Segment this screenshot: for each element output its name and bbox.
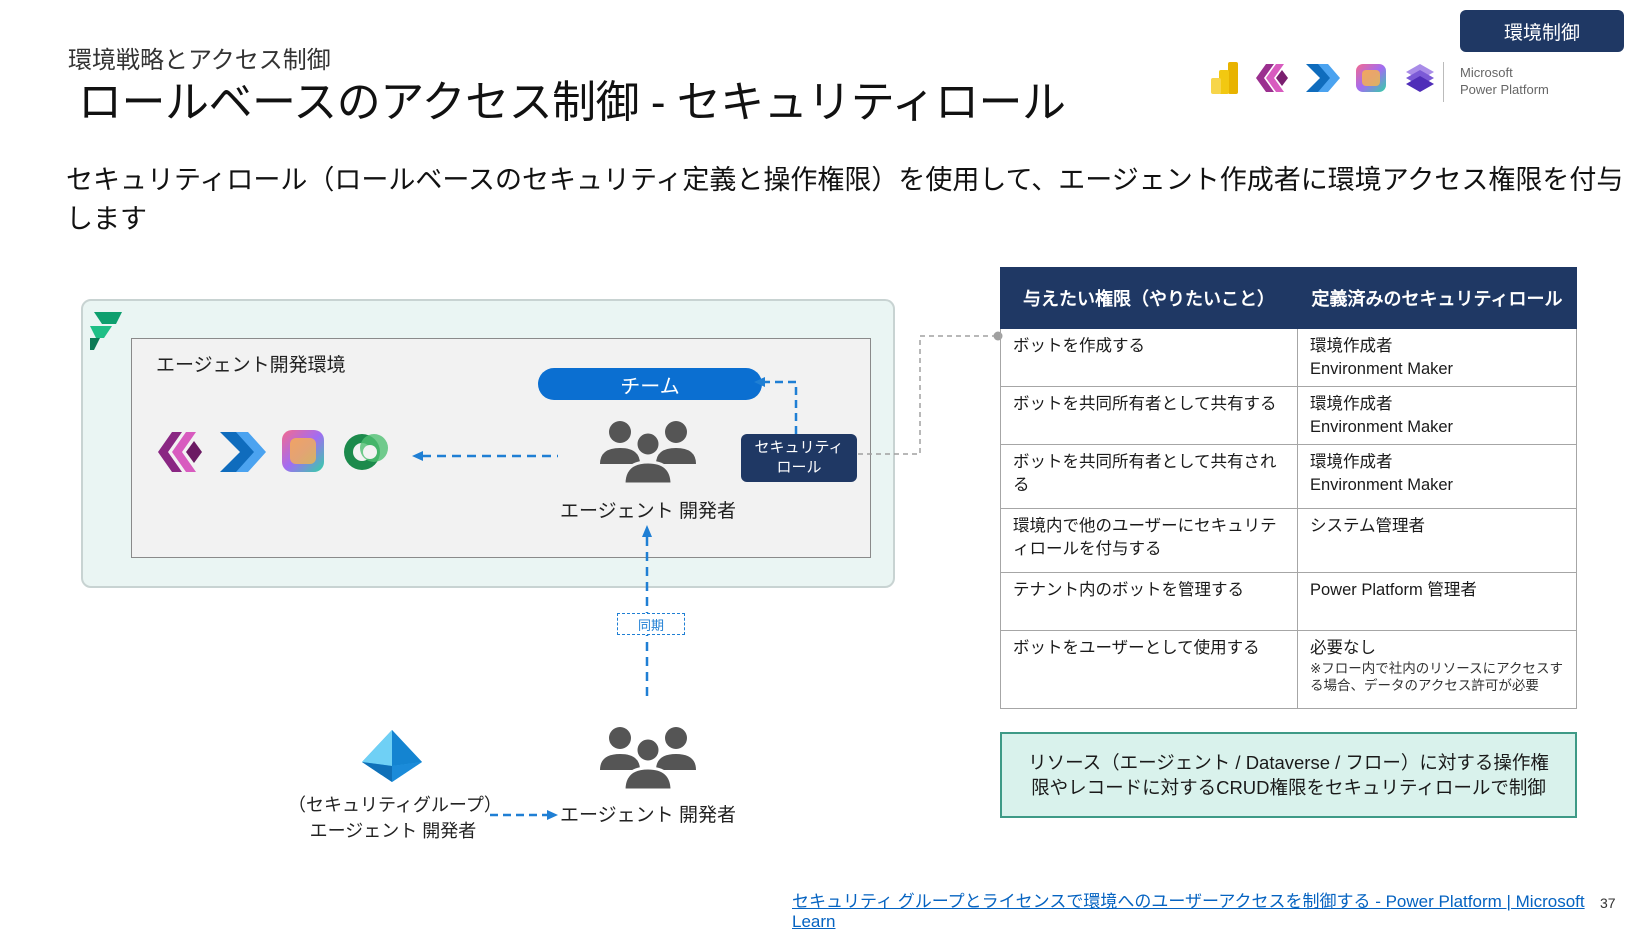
power-platform-icon <box>90 312 122 350</box>
table-row: ボットをユーザーとして使用する 必要なし ※フロー内で社内のリソースにアクセスする… <box>1000 630 1577 709</box>
role-jp: システム管理者 <box>1310 517 1426 535</box>
permission-cell: テナント内のボットを管理する <box>1000 572 1298 631</box>
power-bi-icon <box>1211 62 1238 94</box>
permissions-table: 与えたい権限（やりたいこと） 定義済みのセキュリティロール ボットを作成する 環… <box>1000 267 1577 709</box>
sync-arrow <box>642 525 652 697</box>
entra-id-icon <box>362 730 422 782</box>
table-row: 環境内で他のユーザーにセキュリティロールを付与する システム管理者 <box>1000 508 1577 573</box>
access-arrow <box>412 451 558 461</box>
people-icon <box>600 727 696 792</box>
power-pages-icon <box>1356 64 1386 92</box>
table-row: テナント内のボットを管理する Power Platform 管理者 <box>1000 572 1577 631</box>
power-apps-icon <box>1256 64 1288 92</box>
env-control-badge: 環境制御 <box>1460 10 1624 52</box>
role-jp: 必要なし <box>1310 639 1376 657</box>
power-automate-icon <box>1306 64 1340 92</box>
permission-cell: ボットをユーザーとして使用する <box>1000 630 1298 709</box>
security-role-line2: ロール <box>776 459 822 476</box>
permission-cell: ボットを作成する <box>1000 328 1298 387</box>
brand-line-power-platform: Power Platform <box>1460 82 1549 97</box>
group-to-dev-arrow <box>490 810 558 820</box>
role-to-team-arrow <box>754 377 798 434</box>
callout-text: リソース（エージェント / Dataverse / フロー）に対する操作権限やレ… <box>1028 752 1549 798</box>
learn-link[interactable]: セキュリティ グループとライセンスで環境へのユーザーアクセスを制御する - Po… <box>792 892 1585 931</box>
security-role-line1: セキュリティ <box>754 439 844 456</box>
permission-cell: ボットを共同所有者として共有される <box>1000 444 1298 509</box>
role-en: Environment Maker <box>1310 360 1454 378</box>
role-en: Environment Maker <box>1310 418 1454 436</box>
team-pill: チーム <box>538 368 762 400</box>
role-cell: 環境作成者 Environment Maker <box>1297 328 1577 387</box>
security-group-label: （セキュリティグループ） エージェント 開発者 <box>288 792 502 844</box>
page-number: 37 <box>1600 895 1616 911</box>
power-pages-icon <box>282 430 324 472</box>
people-icon <box>600 421 696 486</box>
role-note: ※フロー内で社内のリソースにアクセスする場合、データのアクセス許可が必要 <box>1310 661 1563 693</box>
role-cell: 環境作成者 Environment Maker <box>1297 386 1577 445</box>
agent-dev-environment-label: エージェント開発環境 <box>156 355 346 376</box>
callout-box: リソース（エージェント / Dataverse / フロー）に対する操作権限やレ… <box>1000 732 1577 818</box>
security-role-box: セキュリティ ロール <box>741 434 857 482</box>
power-automate-icon <box>220 432 266 472</box>
header-role: 定義済みのセキュリティロール <box>1297 267 1577 329</box>
brand-divider <box>1443 62 1444 102</box>
security-group-line1: （セキュリティグループ） <box>288 795 502 815</box>
table-row: ボットを共同所有者として共有する 環境作成者 Environment Maker <box>1000 386 1577 445</box>
role-cell: 環境作成者 Environment Maker <box>1297 444 1577 509</box>
copilot-studio-icon <box>1406 64 1434 92</box>
brand-text: Microsoft Power Platform <box>1460 64 1549 98</box>
page-title: ロールベースのアクセス制御 - セキュリティロール <box>78 78 1066 127</box>
header-permission: 与えたい権限（やりたいこと） <box>1000 267 1298 329</box>
power-apps-icon <box>158 432 202 472</box>
developer-label-env: エージェント 開発者 <box>560 501 736 522</box>
sync-label: 同期 <box>617 613 685 635</box>
table-row: ボットを共同所有者として共有される 環境作成者 Environment Maker <box>1000 444 1577 509</box>
security-group-line2: エージェント 開発者 <box>309 821 477 841</box>
permission-cell: ボットを共同所有者として共有する <box>1000 386 1298 445</box>
table-row: ボットを作成する 環境作成者 Environment Maker <box>1000 328 1577 387</box>
description: セキュリティロール（ロールベースのセキュリティ定義と操作権限）を使用して、エージ… <box>66 165 1624 234</box>
brand-line-microsoft: Microsoft <box>1460 65 1513 80</box>
role-jp: 環境作成者 <box>1310 395 1393 413</box>
role-jp: 環境作成者 <box>1310 337 1393 355</box>
role-table-connector <box>858 331 1003 455</box>
section-title: 環境戦略とアクセス制御 <box>68 47 331 74</box>
role-en: Environment Maker <box>1310 476 1454 494</box>
role-cell: 必要なし ※フロー内で社内のリソースにアクセスする場合、データのアクセス許可が必要 <box>1297 630 1577 709</box>
role-cell: システム管理者 <box>1297 508 1577 573</box>
table-header-row: 与えたい権限（やりたいこと） 定義済みのセキュリティロール <box>1000 267 1577 329</box>
role-jp: Power Platform 管理者 <box>1310 581 1477 599</box>
permission-cell: 環境内で他のユーザーにセキュリティロールを付与する <box>1000 508 1298 573</box>
role-cell: Power Platform 管理者 <box>1297 572 1577 631</box>
dataverse-icon <box>344 434 388 470</box>
role-jp: 環境作成者 <box>1310 453 1393 471</box>
product-logos <box>1208 60 1440 96</box>
developer-label-outside: エージェント 開発者 <box>560 805 736 826</box>
